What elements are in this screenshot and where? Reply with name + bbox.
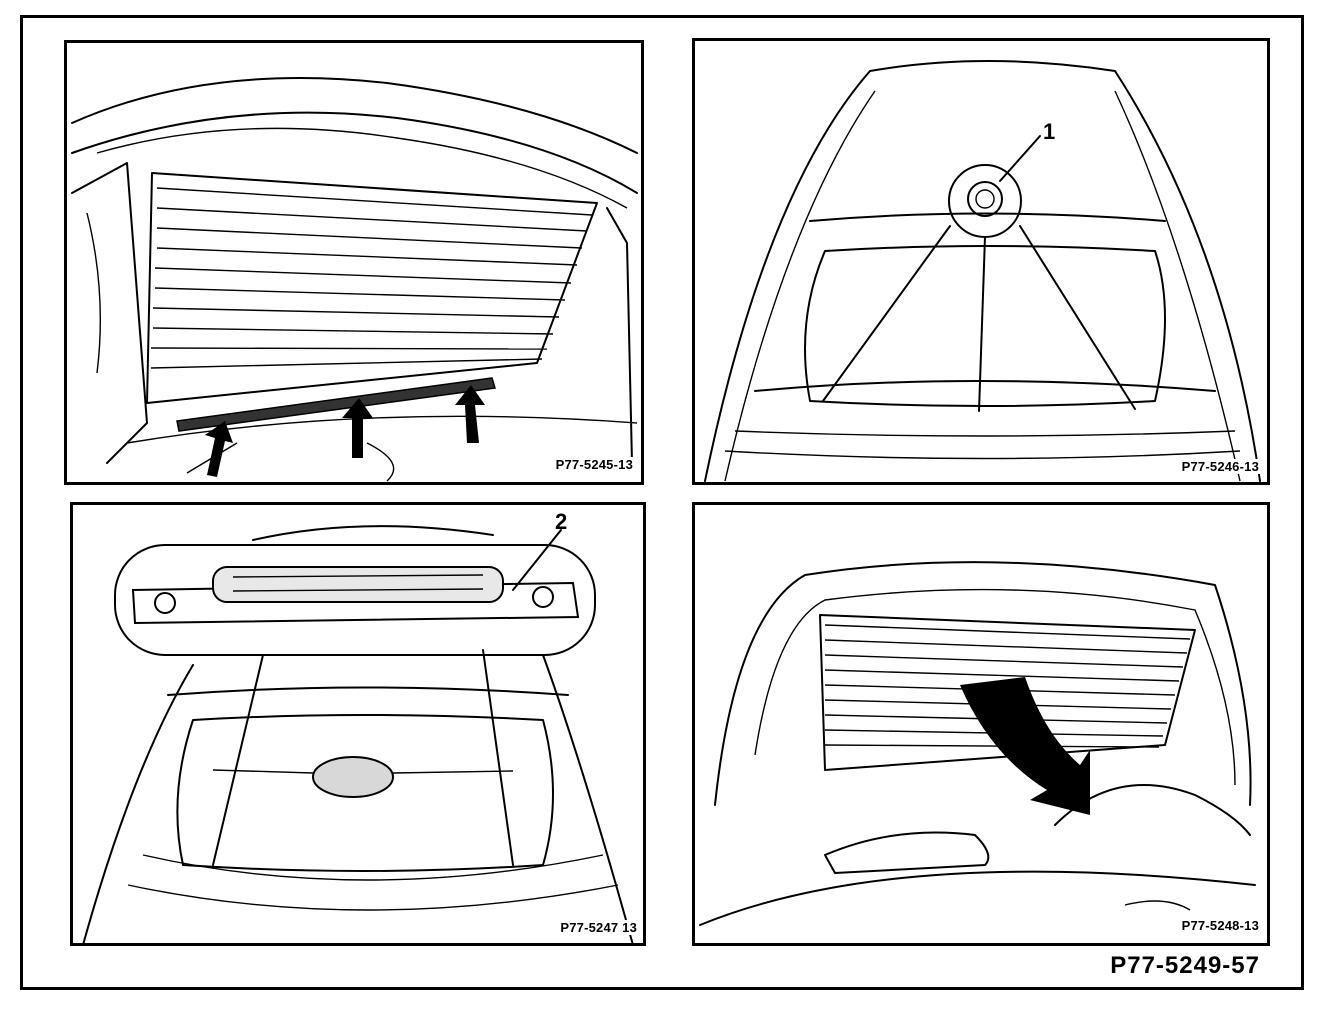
fastener-drawing <box>704 60 1261 482</box>
removal-arrow <box>960 677 1090 815</box>
defroster-lines <box>150 187 593 369</box>
panel-ref-label: P77-5246-13 <box>1179 459 1261 474</box>
callout-number-1: 1 <box>1043 119 1056 144</box>
panel-ref-label: P77-5247 13 <box>558 920 639 935</box>
panel-fastener: 1 P77-5246-13 <box>692 38 1270 485</box>
panel-brake-light: 2 P77-5247 13 <box>70 502 646 946</box>
rear-window-seal-drawing <box>71 77 638 482</box>
arrow-markers <box>205 385 485 477</box>
panel-ref-label: P77-5248-13 <box>1179 918 1261 933</box>
callout-leader-2 <box>512 529 562 591</box>
callout-leader-1 <box>999 135 1041 182</box>
figure-reference-number: P77-5249-57 <box>1110 952 1260 979</box>
panel-rear-window-seal: P77-5245-13 <box>64 40 644 485</box>
panel-ref-label: P77-5245-13 <box>553 457 635 472</box>
callout-number-2: 2 <box>555 509 568 534</box>
removal-direction-drawing <box>699 561 1256 926</box>
panel-removal-direction: P77-5248-13 <box>692 502 1270 946</box>
figure-frame <box>20 15 1304 990</box>
brake-light-drawing <box>82 525 634 943</box>
